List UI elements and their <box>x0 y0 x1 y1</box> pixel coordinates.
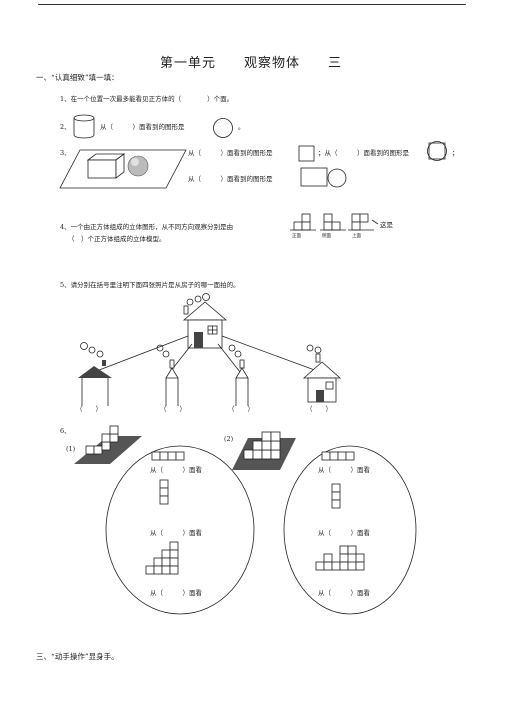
question-4-suffix: 这是 <box>380 221 393 229</box>
q6-left-view-1: 从（ ）面看 <box>150 466 202 474</box>
question-3-c: 从（ ）面看到的图形是 <box>188 175 273 183</box>
rect-and-circle-figure <box>300 167 347 188</box>
question-6-number: 6、 <box>60 427 71 435</box>
three-views-figure <box>290 213 379 231</box>
top-rule <box>38 4 466 5</box>
q6-right-view-3: 从（ ）面看 <box>318 589 370 597</box>
question-3-a: 从（ ）面看到的图形是 <box>188 149 273 157</box>
q6-diagrams <box>74 425 417 615</box>
question-1: 1、在一个位置一次最多能看见正方体的（ ）个面。 <box>60 95 234 103</box>
question-3-b-end: ； <box>452 149 459 157</box>
square-answer-figure <box>298 145 315 162</box>
question-3-b: ；从（ ）面看到的图形是 <box>318 149 409 157</box>
question-4-line1: 4、一个由正方体组成的立体图形，从不同方向观察分别是由 <box>60 223 234 231</box>
q6-label-1: (1) <box>66 445 76 453</box>
q6-right-view-2: 从（ ）面看 <box>318 529 370 537</box>
q6-right-view-1: 从（ ）面看 <box>318 466 370 474</box>
q6-left-view-2: 从（ ）面看 <box>150 529 202 537</box>
view-label-top: 上面 <box>352 234 361 239</box>
question-3-number: 3、 <box>60 149 71 157</box>
house-diagram <box>78 293 342 406</box>
section-1-heading: 一、“认真细致”填一填： <box>36 73 119 82</box>
photo-3-blank[interactable]: （ ） <box>228 405 254 413</box>
cylinder-figure <box>73 114 95 139</box>
photo-4-blank[interactable]: （ ） <box>306 405 332 413</box>
square-with-circle-figure <box>427 141 447 161</box>
view-label-front: 正面 <box>292 234 301 239</box>
photo-1-blank[interactable]: （ ） <box>76 405 102 413</box>
photo-2-blank[interactable]: （ ） <box>160 405 186 413</box>
page-title: 第一单元 观察物体 三 <box>160 56 343 71</box>
question-5: 5、请分别在括号里注明下面四张照片是从房子的哪一面拍的。 <box>60 281 240 289</box>
question-2-number: 2、 <box>60 123 71 131</box>
question-2-text: 从（ ）面看到的图形是 <box>100 123 185 131</box>
q6-label-2: (2) <box>224 435 234 443</box>
box-and-ball-figure <box>59 149 187 189</box>
circle-answer-figure <box>213 118 233 138</box>
q6-left-view-3: 从（ ）面看 <box>150 589 202 597</box>
q2-period: 。 <box>238 123 245 131</box>
section-3-heading: 三、“动手操作”显身手。 <box>36 652 119 661</box>
view-label-side: 侧面 <box>322 234 331 239</box>
question-4-line2: （ ）个正方体组成的立体模型。 <box>68 235 166 243</box>
